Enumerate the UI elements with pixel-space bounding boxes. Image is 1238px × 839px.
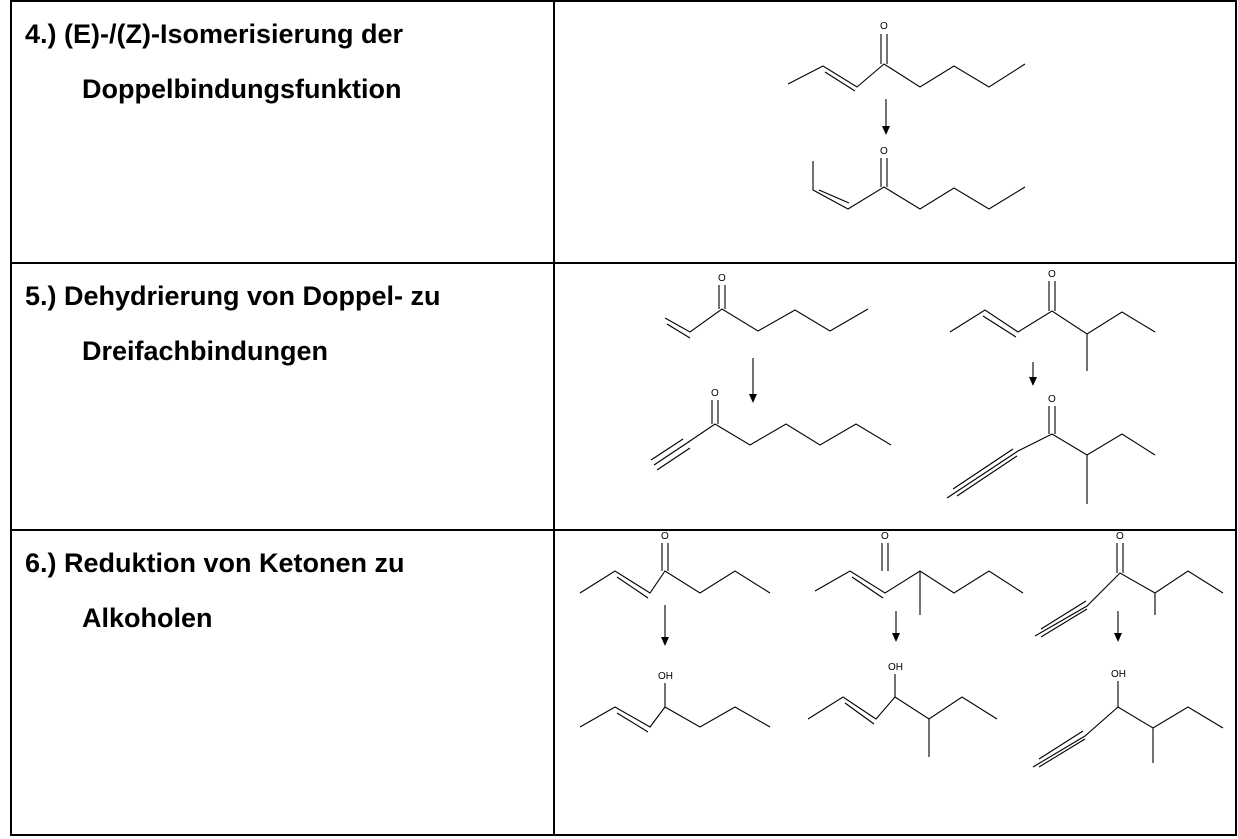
oxygen-label: O — [881, 531, 889, 542]
oxygen-label: O — [711, 388, 719, 399]
table-row: 6.) Reduktion von Ketonen zu Alkoholen O — [10, 529, 1237, 836]
reaction-scheme-dehydrogenation: O O — [650, 269, 1156, 504]
reaction-arrow — [1114, 611, 1122, 642]
table-row: 5.) Dehydrierung von Doppel- zu Dreifach… — [10, 262, 1237, 531]
structure-vinyl-ketone: O — [664, 273, 869, 339]
reaction-scheme-reduction: O OH — [579, 531, 1224, 768]
row-title: 6.) Reduktion von Ketonen zu — [25, 548, 405, 578]
hydroxyl-label: OH — [1111, 669, 1126, 680]
label-cell: 4.) (E)-/(Z)-Isomerisierung der Doppelbi… — [10, 0, 555, 264]
oxygen-label: O — [1116, 531, 1124, 542]
structure-ynol-c: OH — [1032, 669, 1224, 768]
row-subtitle: Doppelbindungsfunktion — [82, 74, 402, 104]
row-subtitle: Dreifachbindungen — [82, 336, 329, 366]
hydroxyl-label: OH — [658, 671, 673, 682]
structure-ynone-c: O — [1034, 531, 1224, 638]
row-title: 5.) Dehydrierung von Doppel- zu — [25, 281, 441, 311]
structure-methyl-enone: O — [949, 269, 1156, 371]
oxygen-label: O — [1048, 394, 1056, 405]
oxygen-label: O — [880, 146, 888, 157]
structure-ethynyl-ketone: O — [650, 388, 892, 471]
label-cell: 6.) Reduktion von Ketonen zu Alkoholen — [10, 529, 555, 836]
structure-methyl-ynone: O — [946, 394, 1156, 504]
reaction-arrow — [882, 99, 890, 135]
row-title: 4.) (E)-/(Z)-Isomerisierung der — [25, 19, 404, 49]
reaction-arrow — [892, 611, 900, 642]
row-subtitle: Alkoholen — [82, 603, 213, 633]
content-table: 4.) (E)-/(Z)-Isomerisierung der Doppelbi… — [10, 0, 1237, 836]
reaction-arrow — [1029, 362, 1037, 386]
oxygen-label: O — [661, 531, 669, 542]
reaction-arrow — [661, 605, 669, 646]
table-row: 4.) (E)-/(Z)-Isomerisierung der Doppelbi… — [10, 0, 1237, 264]
structure-enol-a: OH — [579, 671, 771, 733]
structure-enol-b: OH — [807, 662, 998, 757]
label-cell: 5.) Dehydrierung von Doppel- zu Dreifach… — [10, 262, 555, 531]
structure-enone-b: O — [814, 531, 1024, 615]
hydroxyl-label: OH — [888, 662, 903, 673]
reaction-scheme-isomerisation: O O — [787, 21, 1026, 210]
oxygen-label: O — [718, 273, 726, 284]
structure-e-enone: O — [787, 21, 1026, 92]
oxygen-label: O — [1048, 269, 1056, 280]
structure-z-enone: O — [812, 146, 1026, 210]
oxygen-label: O — [880, 21, 888, 32]
structure-cell: O O — [553, 262, 1237, 531]
structure-enone-a: O — [579, 531, 771, 599]
reaction-arrow — [749, 358, 757, 403]
structure-cell: O O — [553, 0, 1237, 264]
structure-cell: O OH — [553, 529, 1237, 836]
